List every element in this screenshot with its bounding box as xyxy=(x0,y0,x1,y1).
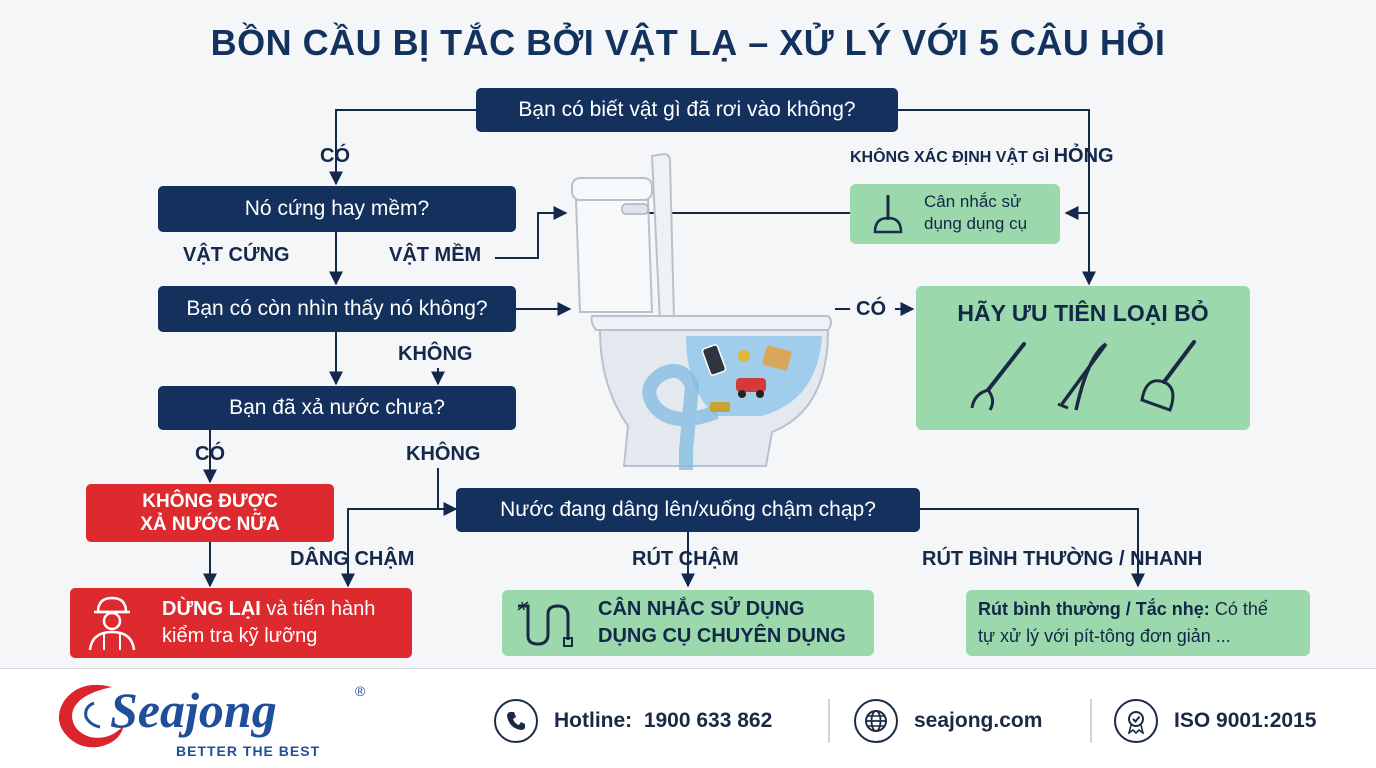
question-4-text: Bạn đã xả nước chưa? xyxy=(229,396,445,419)
label-normal-drain: RÚT BÌNH THƯỜNG / NHANH xyxy=(922,548,1203,570)
brand-logo-mark xyxy=(58,684,124,748)
page-title: BỒN CẦU BỊ TẮC BỞI VẬT LẠ – XỬ LÝ VỚI 5 … xyxy=(210,22,1166,63)
label-no-1: KHÔNG xyxy=(398,343,473,365)
pro-tool-box: CÂN NHẮC SỬ DỤNG DỤNG CỤ CHUYÊN DỤNG xyxy=(502,590,874,656)
stop-line-2: kiểm tra kỹ lưỡng xyxy=(162,625,318,647)
pro-tool-line-2: DỤNG CỤ CHUYÊN DỤNG xyxy=(598,625,846,647)
question-2-box: Nó cứng hay mềm? xyxy=(158,186,516,232)
question-5-box: Nước đang dâng lên/xuống chậm chạp? xyxy=(456,488,920,532)
label-no-2: KHÔNG xyxy=(406,443,481,465)
footer-divider-1 xyxy=(828,699,830,743)
label-yes-2: CÓ xyxy=(856,298,886,320)
toilet-illustration xyxy=(571,152,832,470)
flowchart-connectors xyxy=(203,109,1145,588)
label-yes-3: CÓ xyxy=(195,443,225,465)
no-flush-line-1: KHÔNG ĐƯỢC xyxy=(142,491,278,512)
hotline-number[interactable]: 1900 633 862 xyxy=(643,709,773,732)
mild-clog-box: Rút bình thường / Tắc nhẹ: Có thể tự xử … xyxy=(966,590,1310,656)
label-unknown: KHÔNG XÁC ĐỊNH VẬT GÌ HỎNG xyxy=(850,145,1114,167)
brand-name: Seajong xyxy=(110,682,277,738)
no-flush-line-2: XẢ NƯỚC NỮA xyxy=(140,514,280,535)
pro-tool-line-1: CÂN NHẮC SỬ DỤNG xyxy=(598,598,805,620)
label-slow-drain: RÚT CHẬM xyxy=(632,548,739,570)
drain-pipe-icon xyxy=(517,601,573,647)
priority-remove-text: HÃY ƯU TIÊN LOẠI BỎ xyxy=(957,300,1209,326)
no-flush-warning-box: KHÔNG ĐƯỢC XẢ NƯỚC NỮA xyxy=(86,484,334,542)
label-yes-1: CÓ xyxy=(320,145,350,167)
label-slow-rise: DÂNG CHẬM xyxy=(290,548,415,570)
footer: Seajong ® BETTER THE BEST Hotline: 1900 … xyxy=(0,668,1376,768)
question-4-box: Bạn đã xả nước chưa? xyxy=(158,386,516,430)
question-3-box: Bạn có còn nhìn thấy nó không? xyxy=(158,286,516,332)
priority-remove-box: HÃY ƯU TIÊN LOẠI BỎ xyxy=(916,286,1250,430)
question-3-text: Bạn có còn nhìn thấy nó không? xyxy=(186,297,488,320)
question-5-text: Nước đang dâng lên/xuống chậm chạp? xyxy=(500,498,876,521)
registered-mark: ® xyxy=(355,683,366,699)
plunger-icon xyxy=(873,195,903,234)
website-link[interactable]: seajong.com xyxy=(914,709,1043,732)
question-1-box: Bạn có biết vật gì đã rơi vào không? xyxy=(476,88,898,132)
globe-icon xyxy=(854,699,898,743)
mild-clog-line-2: tự xử lý với pít-tông đơn giản ... xyxy=(978,626,1231,646)
question-2-text: Nó cứng hay mềm? xyxy=(244,197,430,220)
grabber-icon xyxy=(970,342,1026,411)
label-hard-object: VẬT CỨNG xyxy=(183,244,290,266)
hotline: Hotline: 1900 633 862 xyxy=(554,709,773,732)
tongs-icon xyxy=(1057,342,1108,411)
stop-line-1: DỪNG LẠI và tiến hành xyxy=(162,598,376,620)
iso-badge-icon xyxy=(1114,699,1158,743)
label-soft-object: VẬT MỀM xyxy=(389,244,482,266)
worker-icon xyxy=(88,596,136,651)
phone-icon xyxy=(494,699,538,743)
footer-divider-2 xyxy=(1090,699,1092,743)
question-1-text: Bạn có biết vật gì đã rơi vào không? xyxy=(518,98,856,121)
consider-tool-text: Cân nhắc sử dụng dụng cụ xyxy=(924,192,1028,233)
stop-check-box: DỪNG LẠI và tiến hành kiểm tra kỹ lưỡng xyxy=(70,588,412,658)
plunger-remove-icon xyxy=(1140,340,1196,412)
iso-certification: ISO 9001:2015 xyxy=(1174,709,1317,732)
consider-tool-box: Cân nhắc sử dụng dụng cụ xyxy=(850,184,1060,244)
mild-clog-line-1: Rút bình thường / Tắc nhẹ: Có thể xyxy=(978,599,1268,619)
brand-tagline: BETTER THE BEST xyxy=(176,743,321,759)
